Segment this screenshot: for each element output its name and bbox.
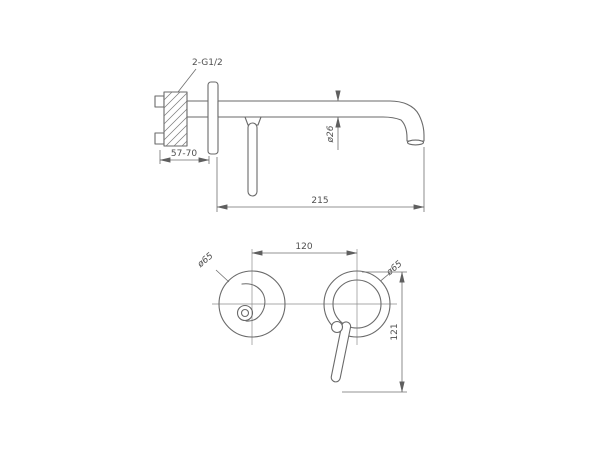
side-view: 2-G1/2 57-70 215 ø26 bbox=[154, 58, 425, 212]
spout-diameter-label: ø26 bbox=[326, 125, 336, 143]
valve-stem bbox=[186, 100, 210, 118]
handle-escutcheon-front bbox=[323, 270, 391, 338]
wall-depth-label: 57-70 bbox=[171, 149, 197, 159]
spout-outlet-inner bbox=[240, 308, 250, 318]
wall-plate-side bbox=[207, 81, 219, 155]
inlet-stub-top bbox=[154, 95, 165, 108]
spout-length-label: 215 bbox=[311, 196, 328, 206]
handle-lever-side bbox=[247, 122, 258, 197]
center-distance-label: 120 bbox=[295, 242, 312, 252]
front-view: 120 ø65 ø65 121 bbox=[195, 242, 407, 393]
spout-opening-side bbox=[406, 139, 425, 146]
overall-height-label: 121 bbox=[390, 323, 400, 340]
spout-curve-front bbox=[241, 283, 266, 322]
hatch-lines bbox=[163, 91, 188, 147]
dim-spout-length: 215 bbox=[216, 147, 425, 212]
handle-pivot-front bbox=[330, 320, 344, 334]
handle-lever-front bbox=[330, 321, 352, 383]
handle-base-front bbox=[332, 279, 382, 329]
thread-label: 2-G1/2 bbox=[192, 58, 223, 68]
inlet-stub-bottom bbox=[154, 132, 165, 145]
thread-leader-line bbox=[177, 68, 197, 93]
spout-body-side bbox=[217, 100, 425, 142]
spout-outlet-outer bbox=[236, 304, 254, 322]
dim-center-distance: 120 bbox=[251, 242, 358, 256]
handle-base-side bbox=[244, 116, 262, 126]
right-diameter-leader bbox=[380, 272, 391, 282]
wall-valve-body bbox=[163, 91, 188, 147]
dim-wall-depth: 57-70 bbox=[159, 149, 210, 164]
spout-escutcheon-front bbox=[218, 270, 286, 338]
left-escutcheon-diameter-label: ø65 bbox=[195, 251, 215, 270]
left-diameter-leader bbox=[215, 269, 230, 283]
dim-overall-height: 121 bbox=[342, 271, 407, 393]
dim-spout-diameter: ø26 bbox=[326, 90, 341, 150]
